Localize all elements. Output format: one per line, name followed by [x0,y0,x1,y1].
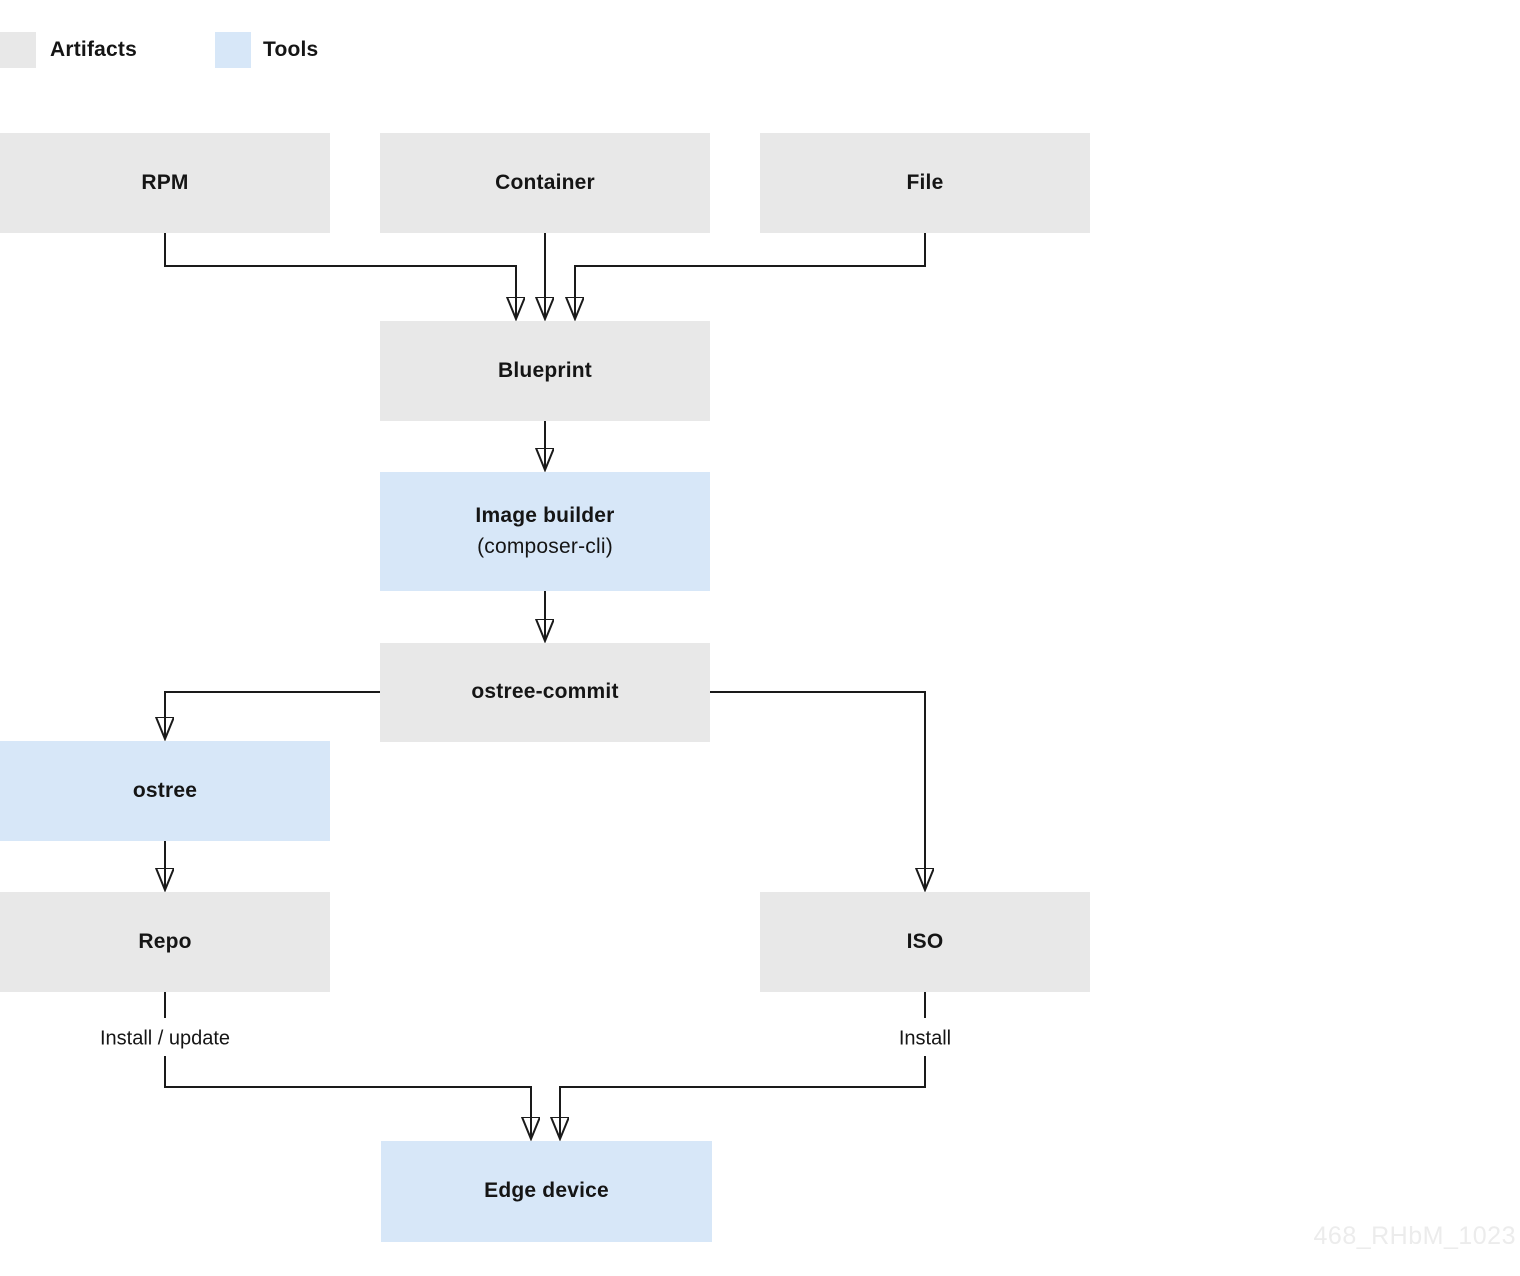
node-edge-device: Edge device [381,1141,712,1242]
tools-legend-label: Tools [263,38,319,61]
connector-ostreecommit-to-iso [710,691,925,888]
node-image-builder-sublabel: (composer-cli) [477,534,613,558]
watermark-text: 468_RHbM_1023 [1313,1222,1516,1250]
node-iso: ISO [760,892,1090,992]
node-repo: Repo [0,892,330,992]
connector-ostreecommit-to-ostree [165,691,380,737]
node-blueprint: Blueprint [380,321,710,421]
connector-file-to-blueprint [575,232,926,317]
node-repo-label: Repo [138,929,192,953]
artifacts-legend-swatch [0,32,36,68]
node-ostree-commit-label: ostree-commit [471,680,619,704]
node-image-builder: Image builder (composer-cli) [380,472,710,591]
node-image-builder-label: Image builder [475,504,615,528]
node-edge-device-label: Edge device [484,1179,609,1203]
node-file-label: File [906,170,944,194]
node-ostree: ostree [0,741,330,841]
install-update-edge-label: Install / update [99,1027,231,1051]
node-file: File [760,133,1090,233]
node-rpm: RPM [0,133,330,233]
connector-iso-to-edgedevice [560,1056,926,1137]
install-edge-label: Install [898,1027,952,1051]
node-ostree-label: ostree [132,778,198,802]
node-ostree-commit: ostree-commit [380,643,710,742]
artifacts-legend-label: Artifacts [50,38,137,61]
node-rpm-label: RPM [141,170,189,194]
connector-repo-to-edgedevice [164,1056,531,1137]
node-container: Container [380,133,710,233]
node-iso-label: ISO [906,929,944,953]
legend: Artifacts Tools [0,0,1520,90]
connector-rpm-to-blueprint [164,232,516,317]
node-blueprint-label: Blueprint [498,358,592,382]
tools-legend-swatch [215,32,251,68]
node-container-label: Container [495,170,595,194]
